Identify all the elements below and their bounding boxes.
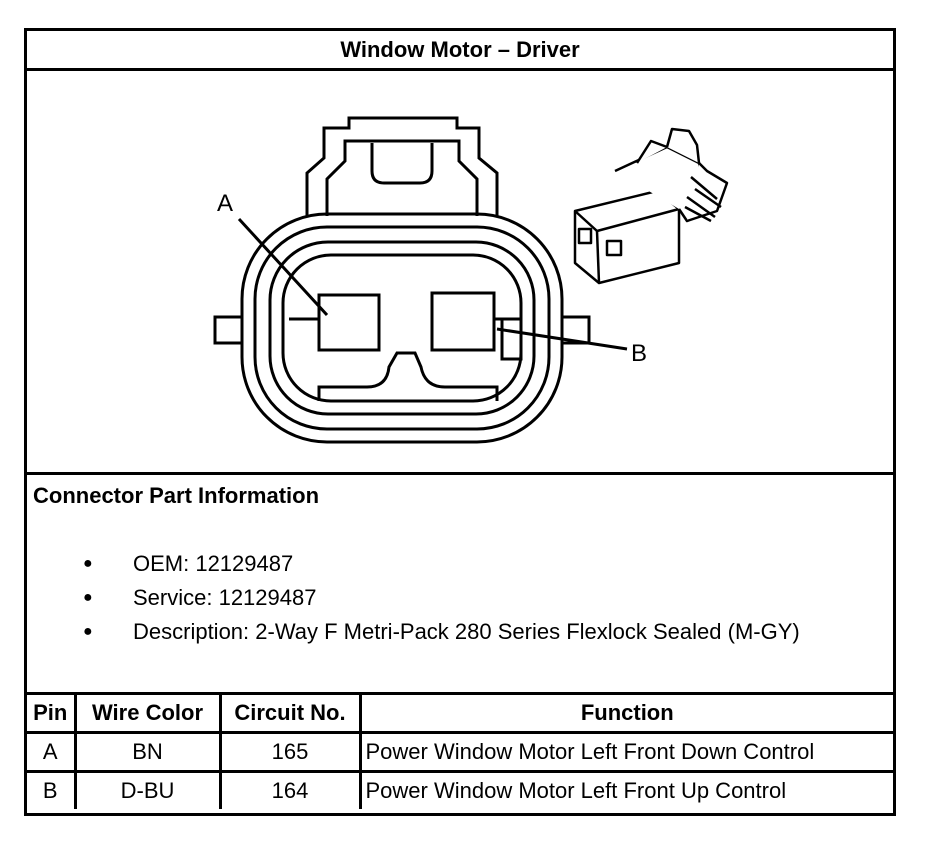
terminal-b-notch xyxy=(494,317,523,361)
terminal-b xyxy=(430,291,496,352)
callout-b-leader xyxy=(496,327,628,351)
terminal-a xyxy=(317,293,381,352)
list-item: ● OEM: 12129487 xyxy=(83,547,800,581)
connector-seal-ring xyxy=(253,225,551,431)
header-pin: Pin xyxy=(27,692,77,734)
header-wire-color: Wire Color xyxy=(73,692,222,734)
bullet-icon: ● xyxy=(83,623,93,640)
list-item: ● Service: 12129487 xyxy=(83,581,800,615)
connector-info-section: Connector Part Information ● OEM: 1212948… xyxy=(27,475,893,692)
connector-outer-shell xyxy=(240,212,564,444)
connector-figure: A B xyxy=(27,71,893,475)
connector-inner-ring xyxy=(268,240,536,416)
connector-frame: Window Motor – Driver xyxy=(24,28,896,816)
latch-housing xyxy=(305,116,499,216)
function-cell: Power Window Motor Left Front Up Control xyxy=(358,770,893,809)
header-circuit-no: Circuit No. xyxy=(218,692,362,734)
oem-part-number: OEM: 12129487 xyxy=(133,551,294,576)
connector-description: Description: 2-Way F Metri-Pack 280 Seri… xyxy=(133,619,800,644)
pin-table: Pin Wire Color Circuit No. Function A BN… xyxy=(27,692,893,809)
pin-cell: B xyxy=(27,770,77,809)
connector-info-heading: Connector Part Information xyxy=(33,483,320,508)
latch-bump xyxy=(370,143,434,185)
page-title: Window Motor – Driver xyxy=(27,31,893,71)
header-function: Function xyxy=(358,692,893,734)
circuit-no-cell: 164 xyxy=(218,770,362,809)
callout-b-label: B xyxy=(631,340,647,367)
callout-a-leader xyxy=(237,217,329,317)
left-side-tab xyxy=(213,315,244,345)
wire-color-cell: BN xyxy=(73,731,222,773)
callout-a-label: A xyxy=(217,190,233,217)
latch-inner xyxy=(325,139,479,216)
connector-info-list: ● OEM: 12129487 ● Service: 12129487 ● Descr… xyxy=(83,547,800,649)
bottom-key xyxy=(317,351,499,401)
pin-cell: A xyxy=(27,731,77,773)
connector-isometric-icon xyxy=(573,127,729,285)
list-item: ● Description: 2-Way F Metri-Pack 280 Ser… xyxy=(83,615,800,649)
connector-face-diagram: A B xyxy=(213,116,729,444)
table-row: A BN 165 Power Window Motor Left Front D… xyxy=(27,731,893,773)
function-cell: Power Window Motor Left Front Down Contr… xyxy=(358,731,893,773)
service-part-number: Service: 12129487 xyxy=(133,585,317,610)
table-header-row: Pin Wire Color Circuit No. Function xyxy=(27,692,893,734)
circuit-no-cell: 165 xyxy=(218,731,362,773)
bullet-icon: ● xyxy=(83,555,93,572)
table-row: B D-BU 164 Power Window Motor Left Front… xyxy=(27,770,893,809)
right-side-tab xyxy=(560,315,591,345)
bullet-icon: ● xyxy=(83,589,93,606)
wire-color-cell: D-BU xyxy=(73,770,222,809)
